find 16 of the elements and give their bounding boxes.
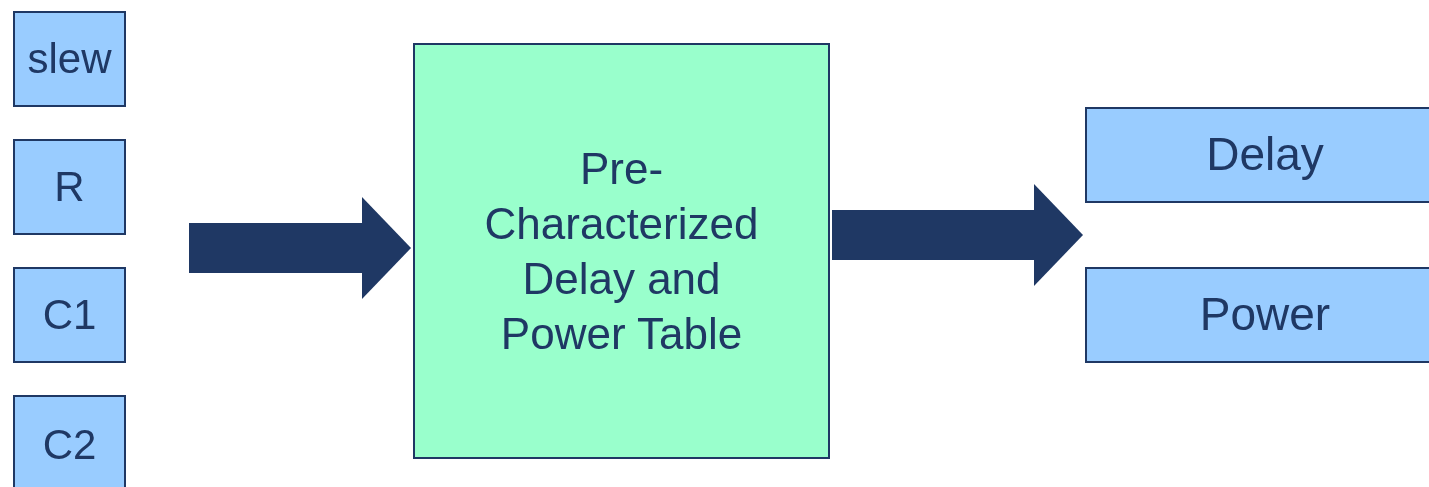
block-arrow: [189, 197, 411, 299]
block-arrow: [832, 184, 1083, 286]
box-label: Delay: [1206, 127, 1324, 183]
process-box: [1085, 267, 1429, 363]
box-label: R: [54, 161, 85, 212]
process-box: [413, 43, 830, 459]
process-box: [13, 139, 126, 235]
box-label: C2: [42, 419, 97, 470]
box-label: Pre-Characterized Delay and Power Table: [483, 143, 760, 360]
box-label: C1: [42, 289, 97, 340]
box-label: Power: [1199, 287, 1331, 343]
process-box: [13, 267, 126, 363]
process-box: [1085, 107, 1429, 203]
process-box: [13, 395, 126, 487]
process-box: [13, 11, 126, 107]
box-label: slew: [27, 33, 112, 84]
